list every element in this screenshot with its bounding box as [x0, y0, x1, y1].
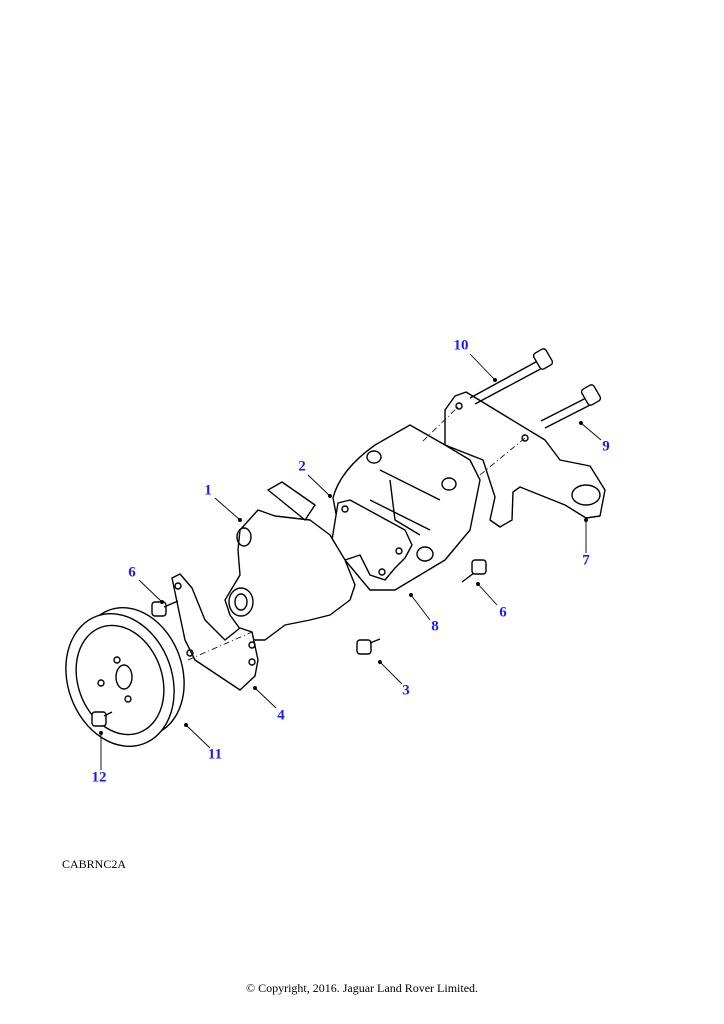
callout-9[interactable]: 9	[602, 438, 610, 455]
part-9-long-bolt[interactable]	[540, 384, 602, 429]
figure-code: CABRNC2A	[62, 857, 127, 871]
callout-6-left[interactable]: 6	[128, 564, 136, 581]
callout-10[interactable]: 10	[453, 337, 469, 354]
callout-2[interactable]: 2	[298, 458, 306, 475]
callout-8[interactable]: 8	[431, 618, 439, 635]
callout-12[interactable]: 12	[91, 769, 107, 786]
callout-1[interactable]: 1	[204, 482, 212, 499]
part-12-bolt[interactable]	[91, 711, 113, 727]
part-3-bolt[interactable]	[356, 638, 381, 655]
part-6-bolt-left[interactable]	[151, 600, 179, 617]
part-6-bolt-right[interactable]	[461, 559, 487, 583]
copyright-notice: © Copyright, 2016. Jaguar Land Rover Lim…	[245, 981, 479, 995]
callout-11[interactable]: 11	[207, 746, 223, 763]
part-10-long-bolt[interactable]	[469, 348, 554, 405]
callout-6-right[interactable]: 6	[499, 604, 507, 621]
callout-3[interactable]: 3	[402, 682, 410, 699]
part-11-pulley[interactable]	[48, 593, 202, 762]
callout-7[interactable]: 7	[582, 552, 590, 569]
part-7-mounting-bracket[interactable]	[444, 391, 606, 528]
callout-4[interactable]: 4	[277, 707, 285, 724]
